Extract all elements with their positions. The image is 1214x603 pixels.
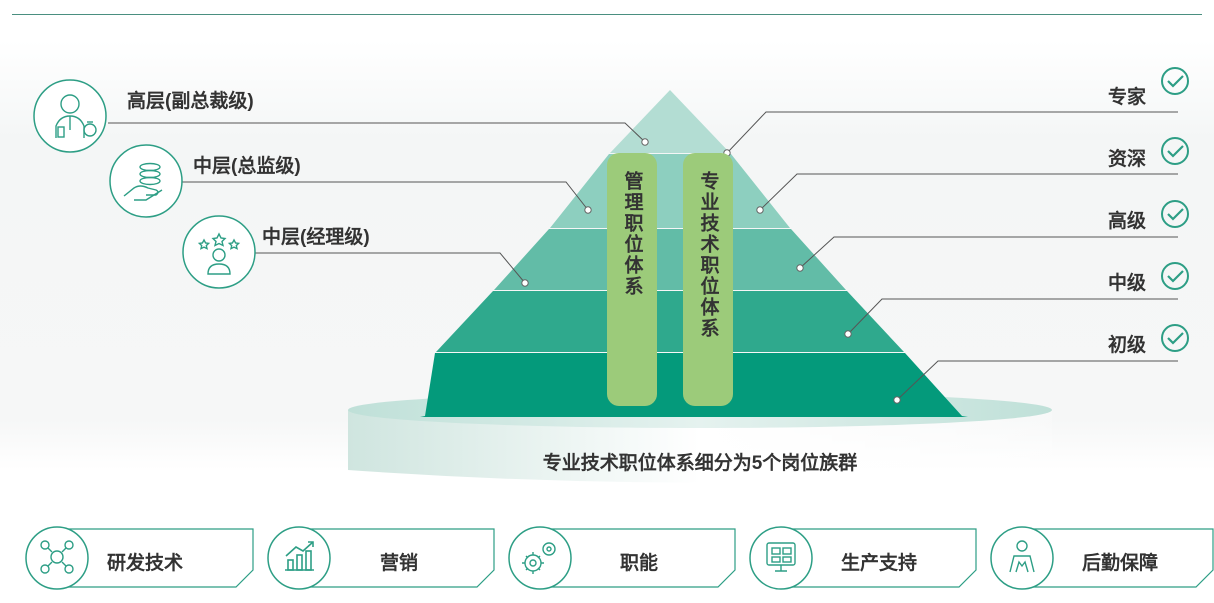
team-icon: [1009, 540, 1035, 573]
management-track-bar: 管理职位体系: [607, 153, 657, 406]
professional-track-bar: 专业技术职位体系: [683, 153, 733, 406]
person-stars-icon: [197, 232, 241, 275]
leader-line-left-2: [172, 181, 589, 211]
check-circle-icon: [1161, 67, 1189, 95]
monitor-icon: [766, 542, 796, 572]
top-divider: [12, 14, 1202, 15]
leader-line-right-5: [896, 360, 1178, 401]
check-circle-icon: [1161, 262, 1189, 290]
leader-line-right-2: [759, 173, 1178, 211]
level-label-executive: 高层(副总裁级): [127, 91, 254, 112]
family-label-production: 生产支持: [841, 553, 918, 574]
leader-line-left-3: [246, 252, 526, 284]
level-label-senior: 资深: [1107, 149, 1146, 170]
leader-line-right-1: [726, 111, 1178, 154]
gears-icon: [522, 542, 556, 574]
family-label-functional: 职能: [620, 553, 659, 574]
base-cylinder: [348, 410, 1052, 483]
hand-coins-icon: [123, 162, 163, 201]
leader-line-right-3: [799, 236, 1178, 269]
pyramid-layer-4: [436, 291, 904, 352]
level-label-advanced: 高级: [1107, 211, 1146, 232]
level-label-director: 中层(总监级): [193, 156, 301, 177]
family-label-marketing: 营销: [380, 553, 419, 574]
leader-line-right-4: [847, 298, 1178, 335]
base-caption: 专业技术职位体系细分为5个岗位族群: [542, 453, 858, 474]
check-circle-icon: [1161, 200, 1189, 228]
check-circle-icon: [1161, 324, 1189, 352]
level-label-intermediate: 中级: [1107, 273, 1146, 294]
executive-icon: [55, 94, 97, 138]
level-label-manager: 中层(经理级): [262, 227, 370, 248]
family-label-logistics: 后勤保障: [1082, 553, 1159, 574]
growth-chart-icon: [285, 541, 314, 571]
left-icon-circle-3: [182, 215, 256, 289]
leader-line-left-1: [108, 122, 646, 143]
level-label-junior: 初级: [1107, 335, 1146, 356]
family-label-rd: 研发技术: [107, 553, 184, 574]
check-circle-icon: [1161, 137, 1189, 165]
left-icon-circle-2: [109, 144, 183, 218]
pyramid-layer-3: [494, 229, 846, 290]
level-label-expert: 专家: [1107, 87, 1146, 108]
network-icon: [40, 540, 74, 574]
